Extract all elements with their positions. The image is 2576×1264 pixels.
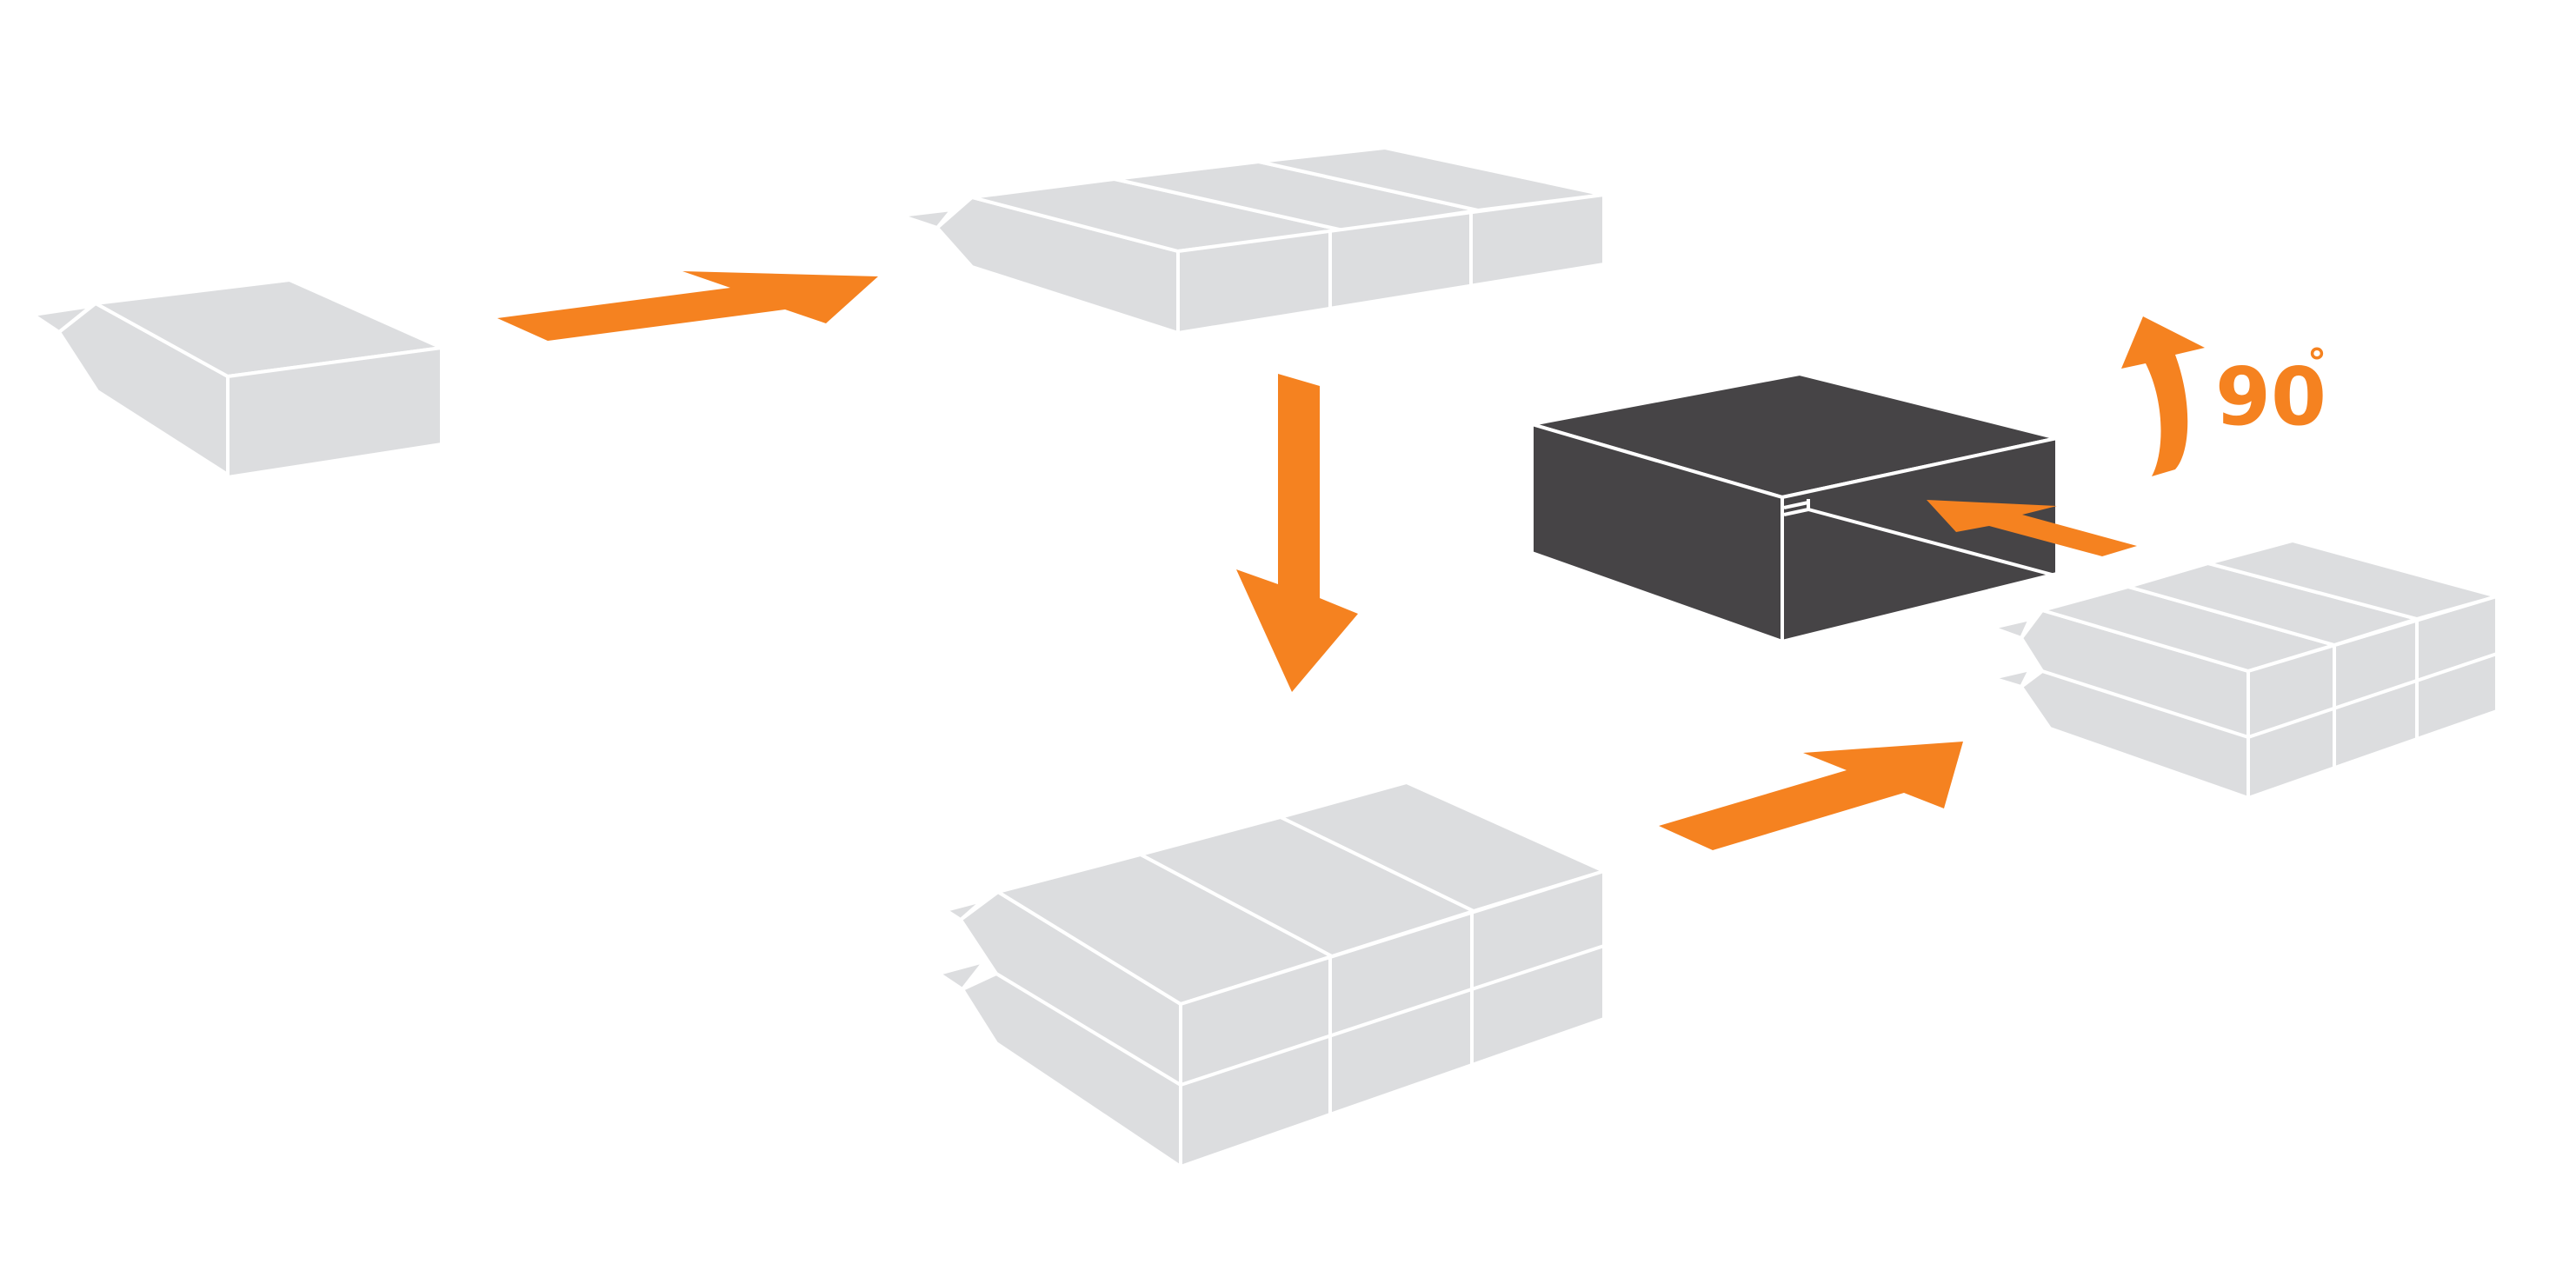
rotation-degree-symbol: ° [2307,341,2326,385]
arrow-right-1 [497,271,878,341]
arrow-right-2 [1659,742,1963,850]
box-stack-two-rows [935,780,1609,1170]
outer-carton [1530,371,2059,644]
arrow-insert [1927,500,2137,556]
box-row-of-three [900,145,1606,336]
single-box [28,277,449,480]
rotation-arrow [2121,316,2205,476]
arrow-down [1236,374,1358,692]
box-stack-rotated [1986,538,2504,801]
rotation-angle-label: 90 [2215,350,2326,443]
